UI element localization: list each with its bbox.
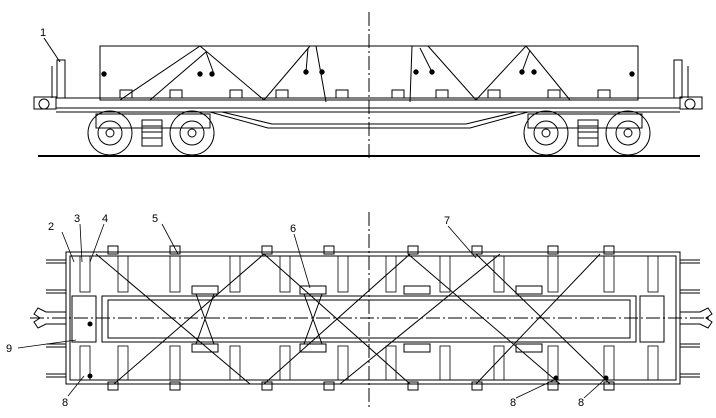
cargo-box bbox=[99, 45, 639, 101]
plan-wires bbox=[95, 253, 611, 385]
coupler-plan-right bbox=[680, 307, 713, 329]
end-post-left bbox=[56, 59, 66, 99]
cargo-plan bbox=[101, 295, 637, 343]
callout-2: 2 bbox=[48, 221, 54, 233]
coupler-left-knuckle bbox=[38, 98, 50, 110]
bogie-left bbox=[87, 110, 215, 156]
side-wires bbox=[119, 45, 571, 103]
deck-outline bbox=[65, 251, 681, 385]
side-anchor-dots bbox=[101, 69, 635, 77]
plan-anchor-dots bbox=[87, 321, 609, 381]
center-sill-inner bbox=[221, 111, 517, 125]
wheel bbox=[523, 110, 569, 156]
timber-strips bbox=[79, 255, 659, 381]
side-view bbox=[33, 12, 703, 160]
callout-8c: 8 bbox=[578, 397, 584, 409]
chock-pads bbox=[191, 285, 543, 353]
wheel bbox=[87, 110, 133, 156]
callout-4: 4 bbox=[102, 213, 108, 225]
callout-7: 7 bbox=[444, 215, 450, 227]
callout-8b: 8 bbox=[510, 397, 516, 409]
leaders bbox=[17, 223, 605, 399]
callout-5: 5 bbox=[152, 213, 158, 225]
edge-blocks-bottom bbox=[107, 381, 615, 391]
cargo-plan-inner bbox=[107, 299, 631, 339]
center-sill bbox=[209, 111, 529, 129]
callout-9: 9 bbox=[6, 343, 12, 355]
wheel bbox=[169, 110, 215, 156]
stake-pockets bbox=[46, 259, 700, 378]
spring-pack bbox=[577, 119, 599, 147]
callout-3: 3 bbox=[74, 213, 80, 225]
callout-8a: 8 bbox=[62, 397, 68, 409]
end-post-right bbox=[673, 59, 683, 99]
deck-blocks bbox=[119, 89, 611, 99]
coupler-plan-left bbox=[33, 307, 66, 329]
callout-6: 6 bbox=[290, 223, 296, 235]
end-stop-left bbox=[71, 295, 97, 343]
deck-inner bbox=[69, 255, 677, 381]
bogie-right bbox=[523, 110, 651, 156]
wheel bbox=[605, 110, 651, 156]
leader-1 bbox=[43, 37, 61, 63]
coupler-right-knuckle bbox=[684, 98, 696, 110]
end-stop-right bbox=[639, 295, 665, 343]
callouts: 1 2 3 4 5 6 7 8 8 8 9 bbox=[6, 27, 584, 409]
spring-pack bbox=[141, 119, 163, 147]
callout-1: 1 bbox=[40, 27, 46, 39]
edge-blocks-top bbox=[107, 245, 615, 255]
plan-view bbox=[17, 212, 713, 408]
